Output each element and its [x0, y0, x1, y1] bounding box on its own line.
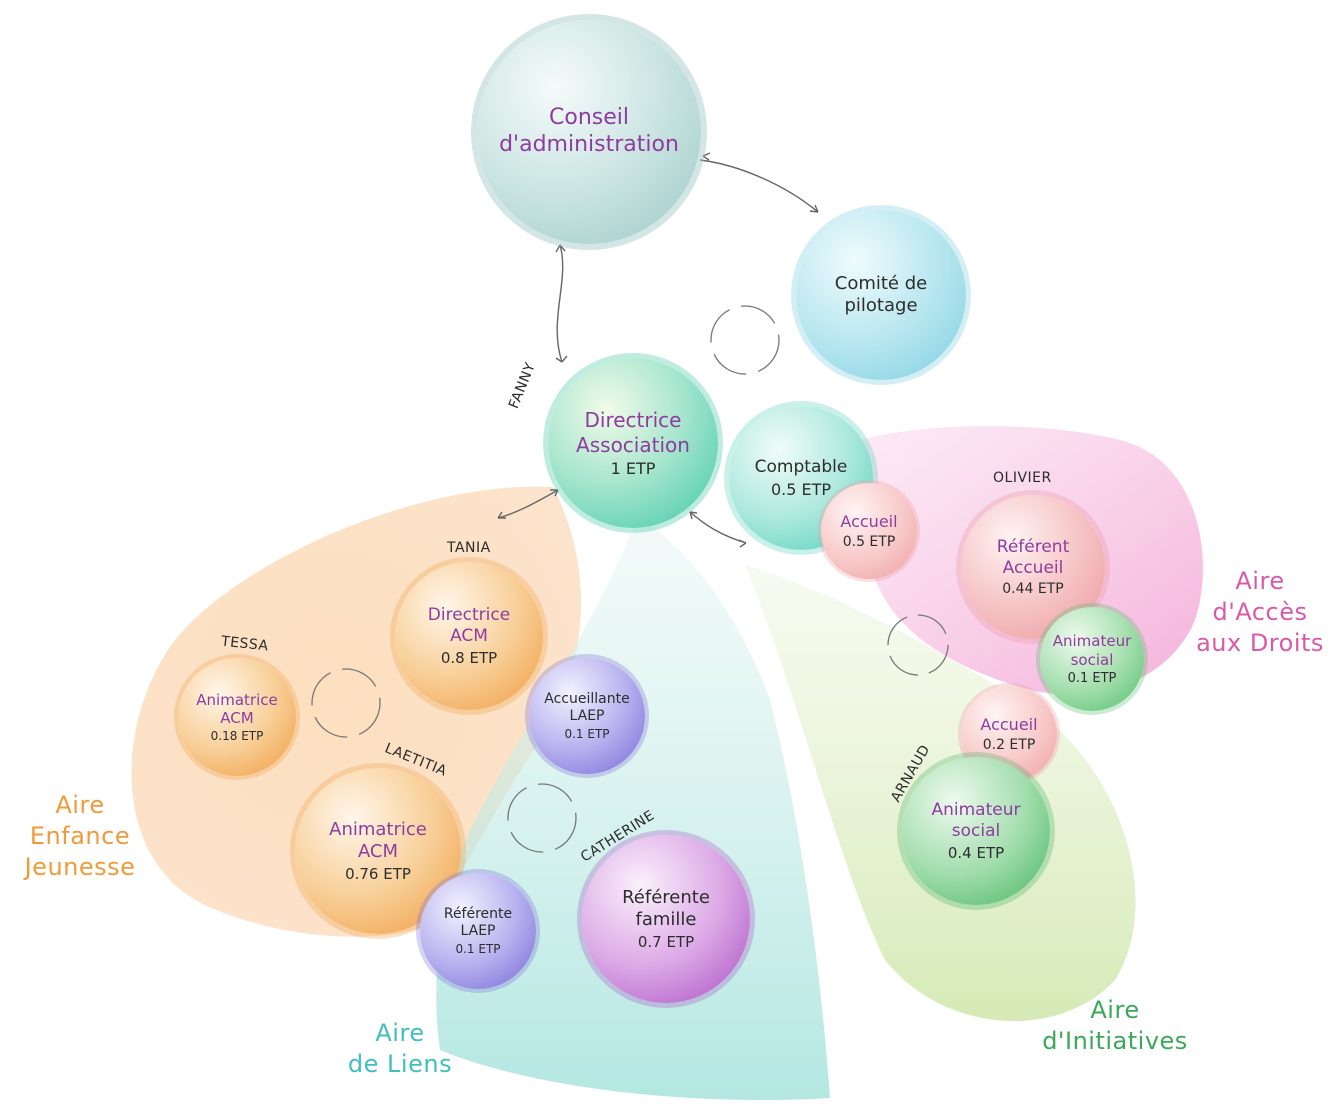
zone-label-line: Aire — [375, 1019, 425, 1047]
node-etp: 0.1 ETP — [455, 942, 501, 957]
node-title: Accueil — [840, 512, 898, 532]
person-tania: TANIA — [447, 540, 491, 556]
node-title: Référent — [996, 537, 1070, 558]
node-etp: 0.1 ETP — [1067, 670, 1117, 686]
node-etp: 1 ETP — [610, 458, 656, 478]
node-etp: 0.4 ETP — [947, 843, 1005, 862]
node-conseil-administration: Conseil d'administration — [477, 20, 701, 244]
node-title: Comptable — [754, 457, 848, 478]
node-title: Animatrice — [329, 819, 427, 841]
node-title: social — [1070, 650, 1114, 669]
zone-label-line: Aire — [1235, 567, 1285, 595]
node-accueil-02: Accueil 0.2 ETP — [961, 686, 1057, 782]
zone-label-liens: Aire de Liens — [325, 1018, 475, 1080]
node-accueil-05: Accueil 0.5 ETP — [821, 483, 917, 579]
node-etp: 0.76 ETP — [345, 864, 411, 883]
zone-label-line: Jeunesse — [24, 853, 136, 881]
node-referente-laep: Référente LAEP 0.1 ETP — [420, 873, 536, 989]
node-title: Directrice — [427, 605, 511, 626]
node-accueillante-laep: Accueillante LAEP 0.1 ETP — [529, 658, 645, 774]
node-etp: 0.7 ETP — [637, 932, 695, 951]
node-title: ACM — [220, 709, 254, 727]
node-title: Accueil — [980, 715, 1038, 735]
zone-label-enfance: Aire Enfance Jeunesse — [10, 790, 150, 883]
node-title: famille — [635, 909, 697, 930]
node-title: Référente — [443, 905, 513, 922]
node-animatrice-acm-018: Animatrice ACM 0.18 ETP — [178, 658, 296, 776]
node-title: Directrice — [584, 408, 682, 433]
node-title: ACM — [450, 626, 488, 646]
node-animateur-social-01: Animateur social 0.1 ETP — [1040, 607, 1144, 711]
connector-arrows — [497, 152, 819, 548]
node-title: social — [951, 821, 1001, 841]
node-etp: 0.44 ETP — [1002, 580, 1064, 597]
node-etp: 0.5 ETP — [770, 479, 832, 499]
node-title: LAEP — [569, 708, 605, 724]
zone-label-line: Enfance — [29, 822, 131, 850]
node-etp: 0.1 ETP — [564, 727, 610, 742]
zone-label-line: Aire — [1090, 996, 1140, 1024]
person-olivier: OLIVIER — [993, 470, 1052, 486]
zone-label-line: d'Accès — [1212, 598, 1308, 626]
zone-label-initiatives: Aire d'Initiatives — [1030, 995, 1200, 1057]
zone-label-line: d'Initiatives — [1042, 1027, 1188, 1055]
node-etp: 0.8 ETP — [440, 648, 498, 667]
zone-label-line: de Liens — [347, 1050, 453, 1078]
zone-label-line: aux Droits — [1196, 629, 1324, 657]
cycle-icons — [311, 305, 949, 853]
node-title: Animateur — [931, 800, 1021, 821]
node-title: Accueillante — [544, 690, 630, 707]
node-title: Conseil — [549, 105, 629, 131]
node-directrice-association: Directrice Association 1 ETP — [548, 358, 718, 528]
node-title: d'administration — [499, 132, 679, 157]
node-etp: 0.5 ETP — [842, 533, 896, 550]
node-title: Comité de — [834, 273, 928, 295]
node-title: Animatrice — [196, 690, 278, 709]
node-title: Référente — [622, 887, 710, 909]
node-title: pilotage — [844, 295, 918, 316]
node-animateur-social-04: Animateur social 0.4 ETP — [902, 757, 1050, 905]
node-title: Animateur — [1052, 632, 1132, 651]
node-referente-famille: Référente famille 0.7 ETP — [582, 835, 750, 1003]
node-title: Association — [576, 432, 690, 457]
zone-label-line: Aire — [55, 791, 105, 819]
node-title: Accueil — [1002, 558, 1064, 578]
node-title: LAEP — [460, 923, 496, 939]
zone-label-acces: Aire d'Accès aux Droits — [1180, 566, 1340, 659]
node-etp: 0.18 ETP — [210, 729, 264, 744]
node-comite-pilotage: Comité de pilotage — [796, 210, 966, 380]
node-title: ACM — [357, 841, 399, 862]
node-etp: 0.2 ETP — [982, 736, 1036, 753]
node-directrice-acm: Directrice ACM 0.8 ETP — [395, 562, 543, 710]
